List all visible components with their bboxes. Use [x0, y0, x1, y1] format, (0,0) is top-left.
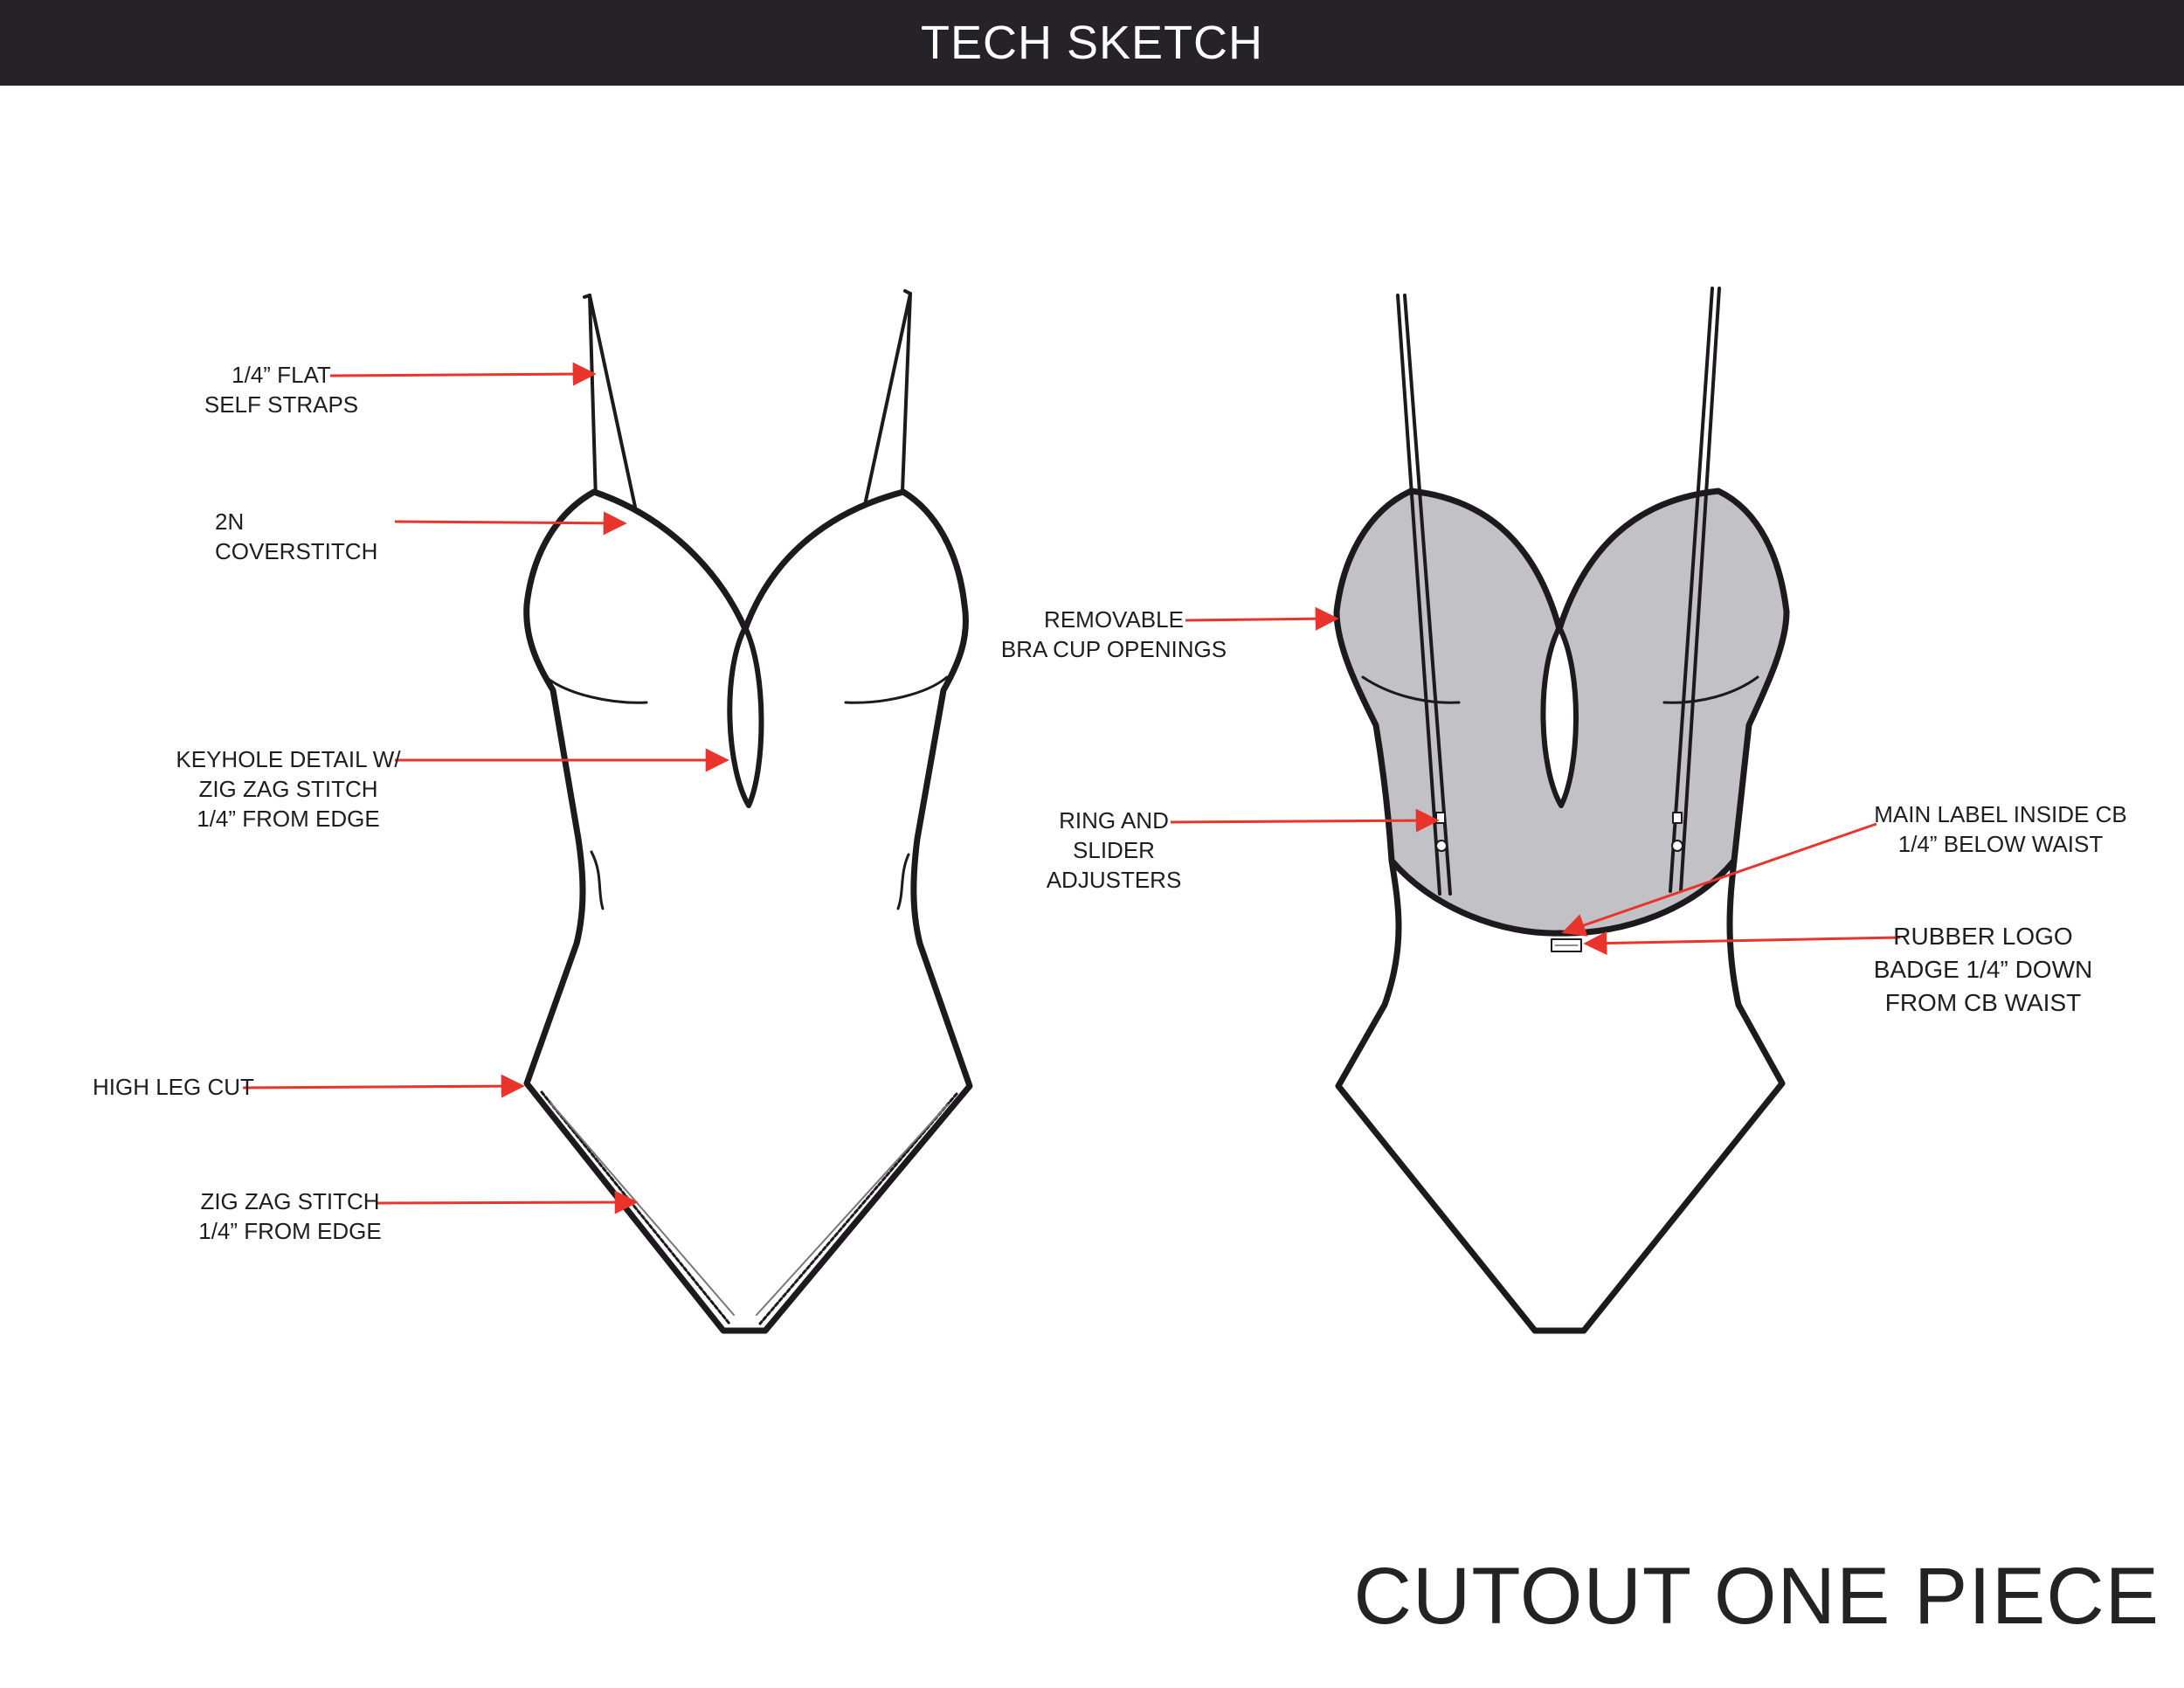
front-left-leg-band-edge	[549, 1102, 735, 1316]
arrow-highleg	[242, 1074, 525, 1098]
arrow-ring	[1170, 808, 1440, 833]
arrow-bracup	[1185, 606, 1339, 631]
header-title: TECH SKETCH	[920, 17, 1264, 69]
front-right-strap	[863, 289, 912, 507]
callout-coverstitch: 2N COVERSTITCH	[215, 508, 378, 564]
header-bar: TECH SKETCH	[0, 0, 2184, 86]
callout-keyhole: KEYHOLE DETAIL W/ ZIG ZAG STITCH 1/4” FR…	[176, 746, 401, 832]
back-right-underbust	[1662, 675, 1759, 704]
front-view	[523, 289, 973, 1334]
front-right-leg-band-edge	[756, 1103, 949, 1316]
callout-arrows	[242, 362, 1901, 1214]
callout-logo: RUBBER LOGO BADGE 1/4” DOWN FROM CB WAIS…	[1873, 923, 2093, 1016]
back-left-ring	[1435, 840, 1448, 852]
callout-mainlabel: MAIN LABEL INSIDE CB 1/4” BELOW WAIST	[1874, 801, 2127, 857]
back-keyhole	[1540, 625, 1579, 808]
arrow-logo	[1583, 931, 1901, 956]
front-right-leg-band	[758, 1092, 958, 1325]
arrow-coverstitch	[394, 511, 627, 536]
back-lower-body	[1335, 857, 1786, 1334]
front-left-underbust	[544, 675, 648, 704]
front-left-side-fold	[590, 850, 605, 910]
front-body-outline	[523, 488, 973, 1334]
back-right-slider	[1672, 812, 1683, 824]
back-left-slider	[1435, 812, 1446, 824]
front-left-strap	[583, 294, 637, 508]
front-right-side-fold	[896, 853, 910, 910]
front-right-underbust	[844, 675, 949, 704]
back-left-underbust	[1361, 675, 1461, 704]
arrow-straps	[329, 362, 597, 386]
back-left-strap	[1396, 294, 1452, 896]
callout-straps: 1/4” FLAT SELF STRAPS	[204, 362, 359, 418]
back-right-ring	[1671, 840, 1683, 852]
arrow-mainlabel	[1561, 822, 1877, 937]
style-name: CUTOUT ONE PIECE	[1353, 1552, 2160, 1641]
callout-ring: RING AND SLIDER ADJUSTERS	[1046, 807, 1182, 893]
callout-highleg: HIGH LEG CUT	[93, 1074, 254, 1100]
callout-bracup: REMOVABLE BRA CUP OPENINGS	[1000, 606, 1227, 662]
back-view	[1333, 287, 1790, 1334]
arrow-zigzag	[375, 1190, 639, 1214]
back-right-strap	[1669, 287, 1721, 893]
callout-zigzag: ZIG ZAG STITCH 1/4” FROM EDGE	[198, 1188, 382, 1244]
front-keyhole	[727, 625, 764, 808]
